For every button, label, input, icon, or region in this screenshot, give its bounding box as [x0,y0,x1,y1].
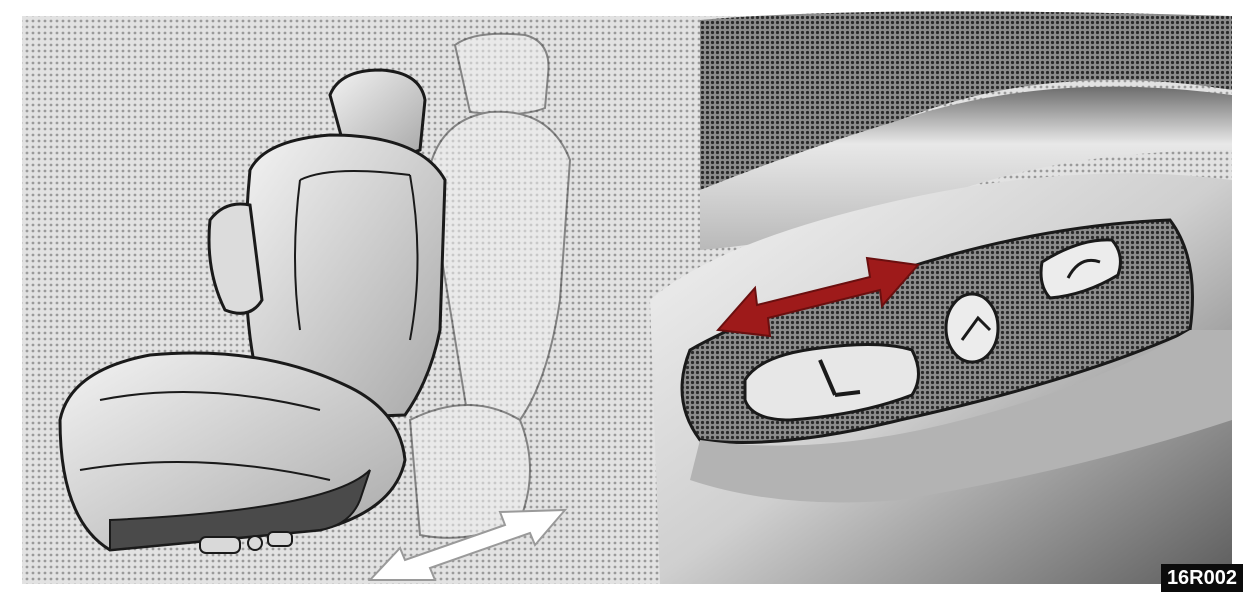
seat-control-switch-panel [650,11,1232,584]
figure-code-label: 16R002 [1161,564,1243,592]
lumbar-switch-button [946,294,998,362]
mini-slide-switch [200,537,240,553]
